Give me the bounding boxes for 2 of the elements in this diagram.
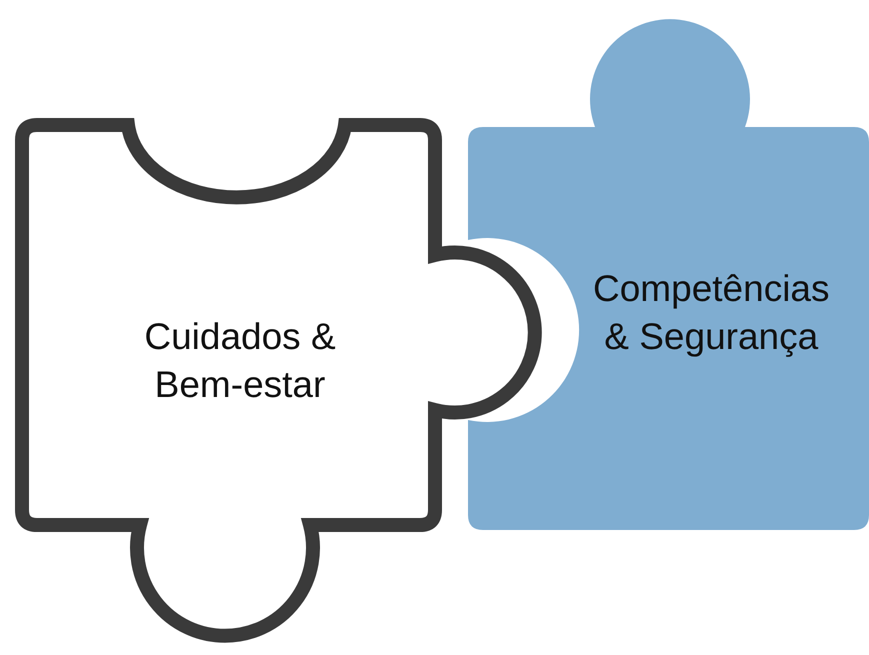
piece-label: Competências & Segurança: [593, 267, 830, 359]
piece-label: Cuidados & Bem-estar: [143, 315, 337, 407]
